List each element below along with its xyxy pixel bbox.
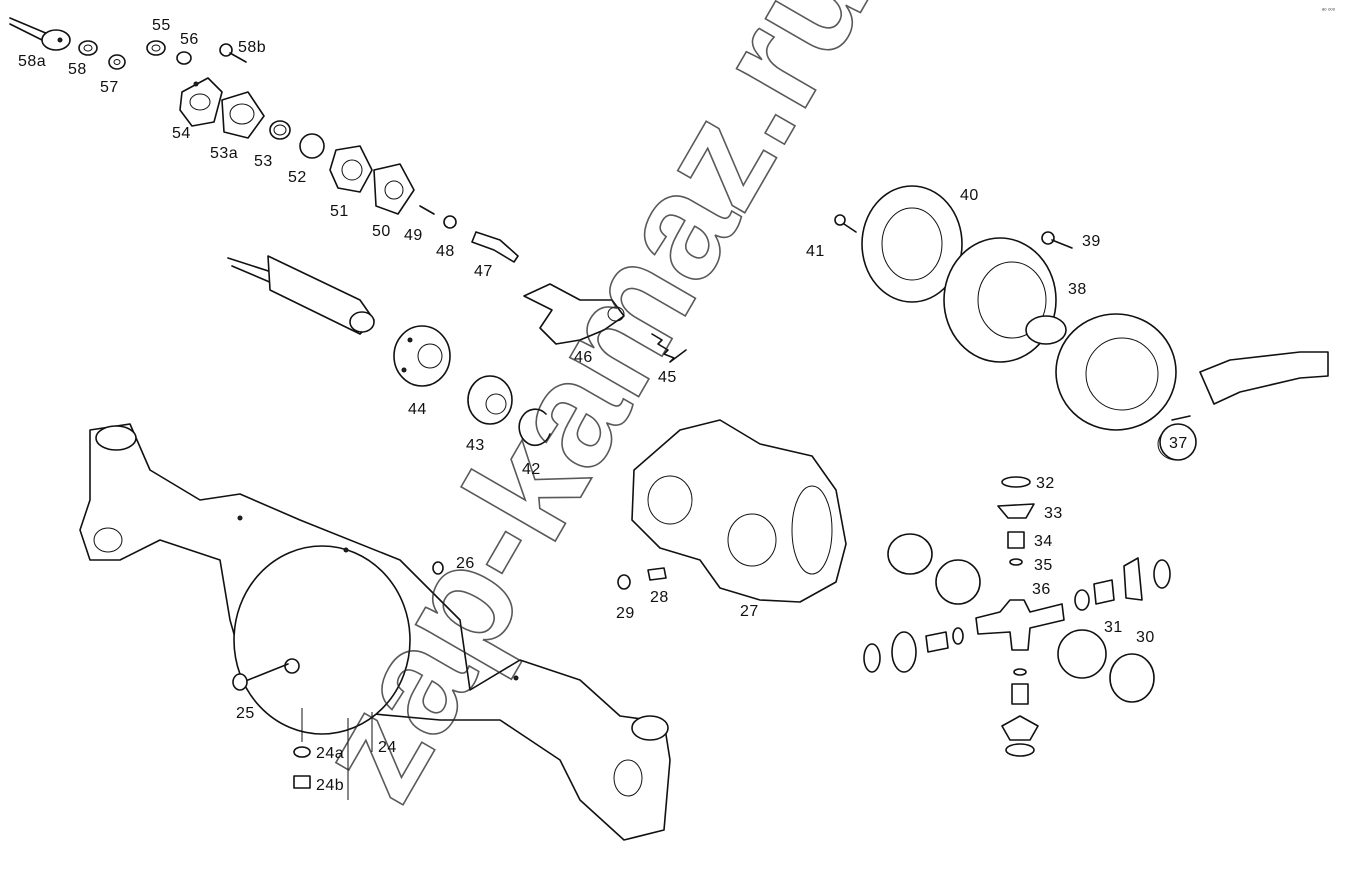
nut-part-55 bbox=[146, 40, 166, 56]
cover-part-54 bbox=[179, 77, 223, 127]
label-54: 54 bbox=[172, 125, 191, 142]
label-31: 31 bbox=[1104, 619, 1123, 636]
plug-part-24b bbox=[293, 775, 311, 789]
label-48: 48 bbox=[436, 243, 455, 260]
bearing-part-52 bbox=[299, 133, 325, 159]
cover-part-51 bbox=[329, 145, 373, 193]
gasket-part-53a bbox=[221, 91, 265, 139]
plug-part-26 bbox=[432, 561, 444, 575]
bolt-part-41 bbox=[834, 214, 857, 233]
label-57: 57 bbox=[100, 79, 119, 96]
label-33: 33 bbox=[1044, 505, 1063, 522]
differential-spider-group bbox=[863, 427, 1195, 757]
washer-part-56 bbox=[176, 51, 192, 65]
ring-part-29 bbox=[617, 574, 631, 590]
nut-part-48 bbox=[443, 215, 457, 229]
spring-part-45 bbox=[651, 333, 687, 363]
label-58b: 58b bbox=[238, 39, 266, 56]
gear-part-43 bbox=[467, 375, 513, 425]
label-53a: 53a bbox=[210, 145, 238, 162]
label-53: 53 bbox=[254, 153, 273, 170]
label-46: 46 bbox=[574, 349, 593, 366]
label-37: 37 bbox=[1169, 435, 1188, 452]
ring-part-53 bbox=[269, 120, 291, 140]
label-41: 41 bbox=[806, 243, 825, 260]
label-55: 55 bbox=[152, 17, 171, 34]
label-24b: 24b bbox=[316, 777, 344, 794]
label-39: 39 bbox=[1082, 233, 1101, 250]
label-26: 26 bbox=[456, 555, 475, 572]
label-42: 42 bbox=[522, 461, 541, 478]
callout-circle-37 bbox=[1159, 423, 1197, 461]
label-52: 52 bbox=[288, 169, 307, 186]
washer-part-57 bbox=[108, 54, 126, 70]
label-44: 44 bbox=[408, 401, 427, 418]
label-27: 27 bbox=[740, 603, 759, 620]
ring-gear-part-37 bbox=[1055, 313, 1329, 431]
differential-housing-part-38 bbox=[943, 237, 1067, 363]
label-24a: 24a bbox=[316, 745, 344, 762]
snap-ring-part-42 bbox=[518, 408, 551, 447]
nut-part-58 bbox=[78, 40, 98, 56]
label-30: 30 bbox=[1136, 629, 1155, 646]
label-29: 29 bbox=[616, 605, 635, 622]
corner-mark: ᵃᵒ ᵒᵒᵒ bbox=[1322, 8, 1336, 14]
label-47: 47 bbox=[474, 263, 493, 280]
label-58: 58 bbox=[68, 61, 87, 78]
label-49: 49 bbox=[404, 227, 423, 244]
label-43: 43 bbox=[466, 437, 485, 454]
label-24: 24 bbox=[378, 739, 397, 756]
label-34: 34 bbox=[1034, 533, 1053, 550]
label-40: 40 bbox=[960, 187, 979, 204]
part-labels: 58a 58 57 55 56 58b 54 53a 53 52 51 50 4… bbox=[18, 17, 1197, 794]
label-28: 28 bbox=[650, 589, 669, 606]
label-35: 35 bbox=[1034, 557, 1053, 574]
ring-plate-part-40 bbox=[861, 185, 963, 303]
label-38: 38 bbox=[1068, 281, 1087, 298]
carrier-housing-part-27 bbox=[631, 419, 847, 603]
axle-housing bbox=[79, 423, 671, 841]
leader-lines-24 bbox=[301, 708, 373, 800]
shaft-part-58a bbox=[9, 17, 71, 51]
pin-part-28 bbox=[647, 567, 667, 581]
pin-part-49 bbox=[419, 205, 435, 215]
oil-ring-part-24a bbox=[293, 746, 311, 758]
plug-part-25 bbox=[232, 663, 289, 691]
label-50: 50 bbox=[372, 223, 391, 240]
label-32: 32 bbox=[1036, 475, 1055, 492]
stud-part-47 bbox=[471, 231, 519, 263]
bolt-part-39 bbox=[1041, 231, 1073, 249]
label-51: 51 bbox=[330, 203, 349, 220]
label-45: 45 bbox=[658, 369, 677, 386]
label-56: 56 bbox=[180, 31, 199, 48]
bolt-part-58b bbox=[219, 43, 247, 63]
axle-shaft bbox=[227, 255, 375, 335]
yoke-part-46 bbox=[523, 283, 625, 345]
gasket-part-50 bbox=[373, 163, 415, 215]
label-25: 25 bbox=[236, 705, 255, 722]
label-58a: 58a bbox=[18, 53, 46, 70]
label-36: 36 bbox=[1032, 581, 1051, 598]
gear-part-44 bbox=[393, 325, 451, 387]
